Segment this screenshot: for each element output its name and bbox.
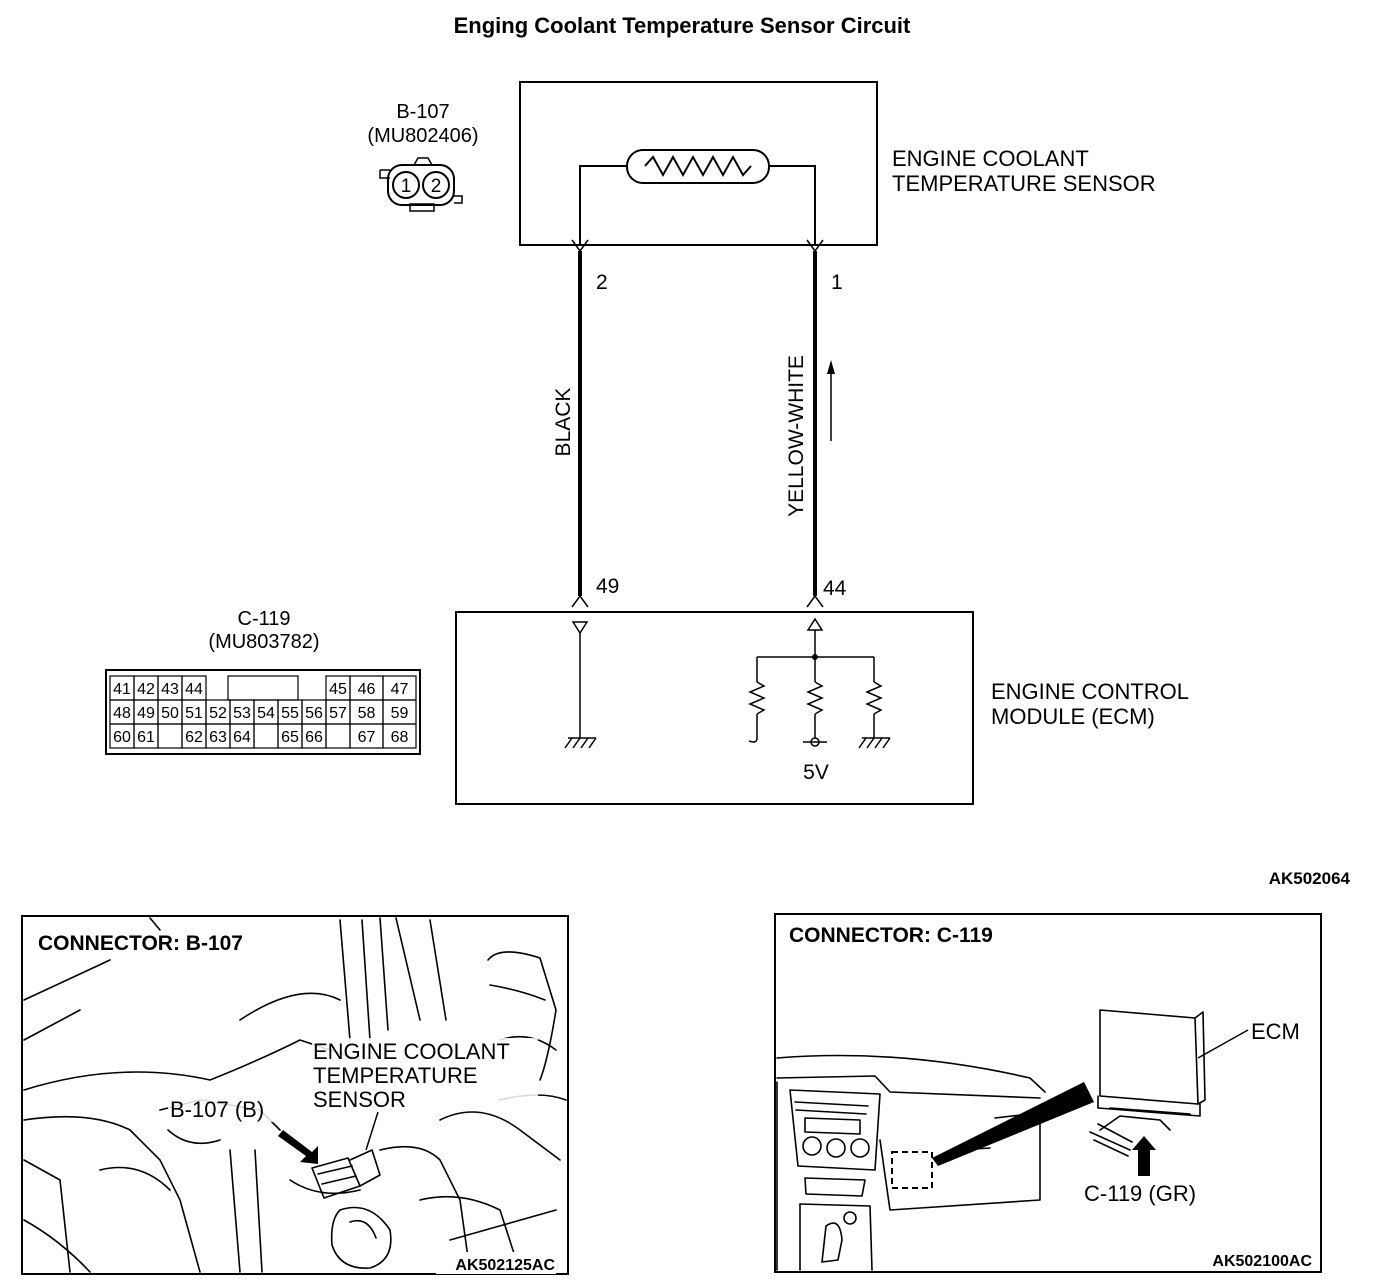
supply-terminal-icon bbox=[810, 737, 820, 747]
photo-left-heading: CONNECTOR: B-107 bbox=[38, 932, 243, 955]
ground-symbol-icon bbox=[564, 737, 597, 749]
connector-pin-number: 63 bbox=[209, 729, 227, 746]
resistor-icon bbox=[806, 681, 824, 715]
connector-pin-number: 49 bbox=[137, 705, 155, 722]
ecm-pin-left-number: 49 bbox=[596, 575, 619, 598]
ecm-location-marker bbox=[891, 1151, 933, 1189]
diagram-code: AK502064 bbox=[1269, 869, 1351, 888]
connector-pin-number: 67 bbox=[358, 729, 376, 746]
connector-pin-cell bbox=[157, 723, 183, 749]
sensor-connector-id: B-107 bbox=[396, 101, 449, 123]
ecm-block: 5V ENGINE CONTROL MODULE (ECM) bbox=[455, 611, 1189, 805]
ground-symbol-icon bbox=[858, 737, 891, 749]
connector-pointer-arrow-icon bbox=[278, 1130, 318, 1164]
resistor-icon bbox=[748, 681, 766, 715]
sensor-pin-left-number: 2 bbox=[596, 271, 608, 294]
connector-pin-number: 62 bbox=[185, 729, 203, 746]
sensor-block: ENGINE COOLANT TEMPERATURE SENSOR bbox=[519, 81, 1156, 246]
connector-pin-number: 46 bbox=[358, 681, 376, 698]
wiring: 2 1 49 44 BLACK YELLOW-WHITE bbox=[552, 239, 847, 608]
connector-pin-number: 59 bbox=[391, 705, 409, 722]
ecm-connector-c119: C-119 (MU803782) 41 42 43 44 45 46 47 48 49 50 51 5… bbox=[105, 608, 421, 755]
connector-pin-number: 65 bbox=[281, 729, 299, 746]
connector-pin-number: 52 bbox=[209, 705, 227, 722]
resistor-icon bbox=[865, 681, 883, 715]
thermistor-body bbox=[626, 149, 770, 184]
connector-pin-number: 57 bbox=[329, 705, 347, 722]
connector-pin-number: 68 bbox=[391, 729, 409, 746]
photo-left-callout-line2: TEMPERATURE bbox=[313, 1063, 478, 1088]
connector-pin-cell bbox=[253, 723, 279, 749]
ecm-pin-right-number: 44 bbox=[823, 577, 847, 600]
connector-pin-number: 66 bbox=[305, 729, 323, 746]
photo-panel-c119: CONNECTOR: C-119 ECM C-119 (GR) AK502100… bbox=[774, 913, 1322, 1273]
photo-left-callout-line3: SENSOR bbox=[313, 1087, 406, 1112]
photo-panel-b107: CONNECTOR: B-107 ENGINE COOLANT TEMPERAT… bbox=[21, 915, 569, 1275]
connector-blank-cavity bbox=[227, 675, 299, 701]
sensor-connector-sketch bbox=[278, 1111, 381, 1199]
connector-pin-number: 44 bbox=[185, 681, 203, 698]
connector-pin-cell bbox=[325, 723, 351, 749]
sensor-connector-face-icon bbox=[379, 157, 463, 212]
photo-right-code: AK502100AC bbox=[1212, 1253, 1312, 1270]
photo-left-callout-line1: ENGINE COOLANT bbox=[313, 1039, 510, 1064]
connector-pin-number: 43 bbox=[161, 681, 179, 698]
sensor-connector-part-no: (MU802406) bbox=[367, 125, 478, 147]
ecm-box bbox=[455, 611, 974, 805]
ecm-label-line1: ENGINE CONTROL bbox=[991, 679, 1189, 704]
ecm-connector-outer bbox=[105, 669, 421, 755]
connector-pin-number: 61 bbox=[137, 729, 155, 746]
connector-pin-number: 45 bbox=[329, 681, 347, 698]
sensor-label-line1: ENGINE COOLANT bbox=[892, 146, 1089, 171]
connector-pin-number: 41 bbox=[113, 681, 131, 698]
photo-left-code: AK502125AC bbox=[455, 1257, 555, 1274]
signal-direction-arrow-icon bbox=[827, 360, 835, 441]
ecm-connector-id: C-119 bbox=[238, 608, 291, 630]
connector-pin-number: 53 bbox=[233, 705, 251, 722]
ecm-connector-pin-grid bbox=[109, 675, 417, 749]
connector-pin-number: 48 bbox=[113, 705, 131, 722]
dashboard-illustration bbox=[776, 1054, 1046, 1271]
connector-pin-number: 55 bbox=[281, 705, 299, 722]
photo-left-connector-label: B-107 (B) bbox=[170, 1097, 264, 1122]
connector-pin-number: 60 bbox=[113, 729, 131, 746]
photo-right-heading: CONNECTOR: C-119 bbox=[789, 924, 993, 947]
connector-pin-number: 51 bbox=[185, 705, 203, 722]
connector-pin-number: 47 bbox=[391, 681, 409, 698]
connector-pin-number: 56 bbox=[305, 705, 323, 722]
thermistor-icon bbox=[644, 154, 752, 178]
connector-pin-cell bbox=[382, 723, 417, 749]
ecm-label-line2: MODULE (ECM) bbox=[991, 704, 1155, 729]
connector-pin-number: 42 bbox=[137, 681, 155, 698]
connector-pin-number: 54 bbox=[257, 705, 275, 722]
connector-pin-number: 64 bbox=[233, 729, 251, 746]
photo-right-ecm-label: ECM bbox=[1251, 1019, 1300, 1044]
ecm-module-sketch bbox=[1089, 1009, 1249, 1176]
sensor-label-line2: TEMPERATURE SENSOR bbox=[892, 171, 1156, 196]
supply-voltage-label: 5V bbox=[803, 761, 829, 784]
ecm-connector-part-no: (MU803782) bbox=[208, 631, 319, 653]
photo-right-connector-label: C-119 (GR) bbox=[1084, 1181, 1196, 1206]
diagram-title: Enging Coolant Temperature Sensor Circui… bbox=[454, 13, 911, 38]
connector-pin-number: 50 bbox=[161, 705, 179, 722]
yellow-white-wire-color-label: YELLOW-WHITE bbox=[785, 355, 808, 517]
sensor-box bbox=[519, 81, 878, 246]
location-callout-beam bbox=[932, 1082, 1094, 1166]
black-wire-color-label: BLACK bbox=[552, 388, 575, 457]
connector-pin-number: 58 bbox=[358, 705, 376, 722]
engine-bay-illustration bbox=[23, 917, 567, 1273]
sensor-pin-1-label: 1 bbox=[401, 176, 412, 197]
sensor-pin-2-label: 2 bbox=[431, 176, 442, 197]
sensor-connector-b107: B-107 (MU802406) 1 2 bbox=[367, 101, 479, 212]
sensor-pin-right-number: 1 bbox=[831, 271, 843, 294]
connector-pointer-arrow-icon bbox=[1132, 1136, 1156, 1176]
